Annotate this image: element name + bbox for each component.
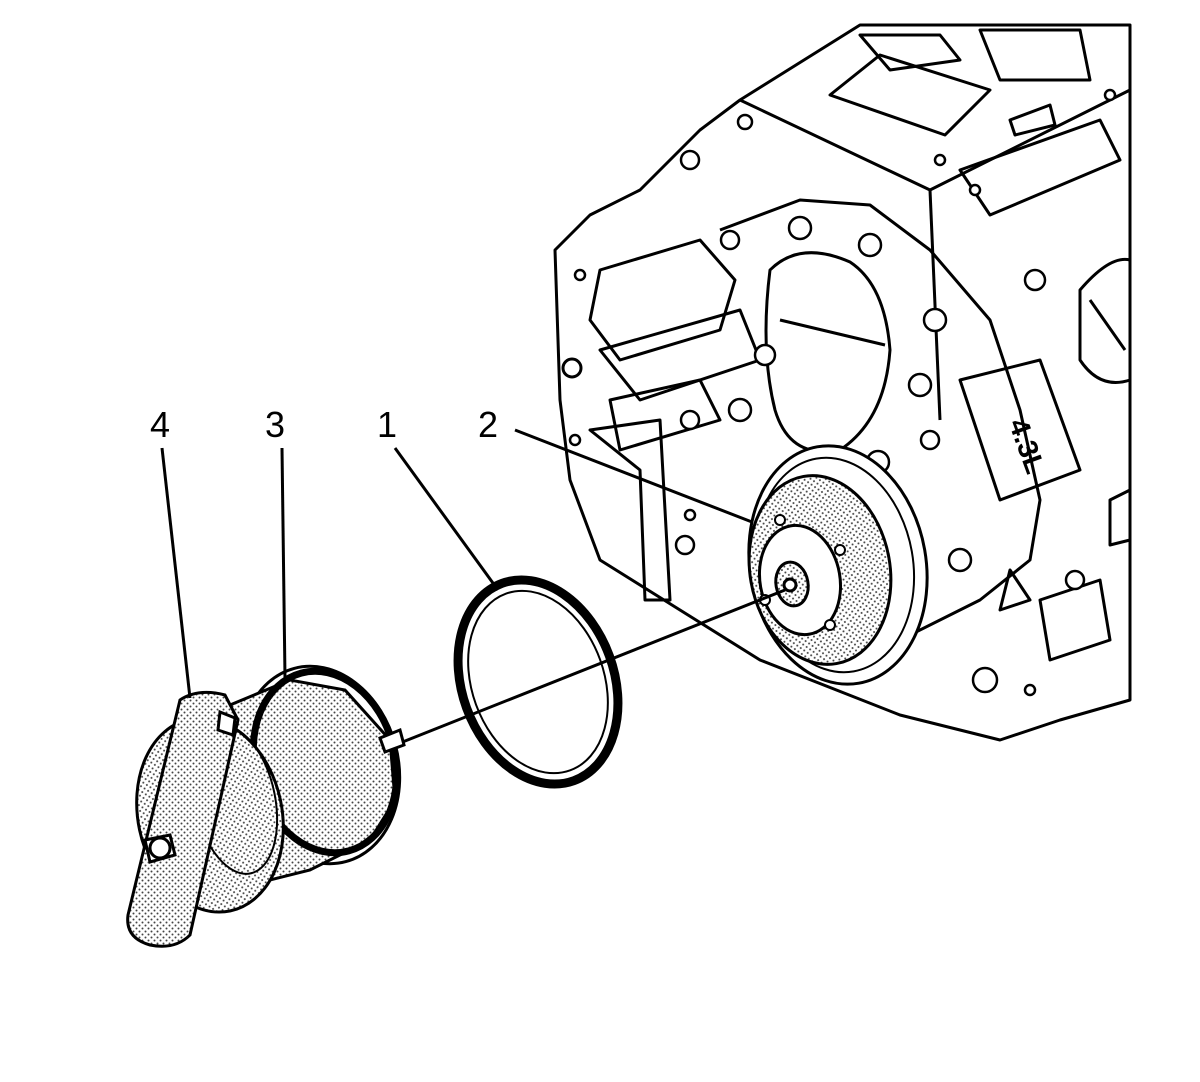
leader-4 [160, 447, 192, 699]
leader-3 [280, 447, 287, 679]
alignment-axis [394, 588, 786, 747]
rear-main-seal [453, 575, 623, 789]
callout-3: 3 [265, 404, 285, 445]
engine-block: 4.3L [553, 23, 1132, 742]
callout-4: 4 [150, 404, 170, 445]
callout-1: 1 [377, 404, 397, 445]
crankshaft-hub [747, 444, 929, 686]
installer-handle [126, 690, 285, 948]
callout-2: 2 [478, 404, 498, 445]
leader-2 [514, 428, 753, 524]
leader-1 [393, 447, 500, 591]
leader-lines [160, 428, 753, 699]
